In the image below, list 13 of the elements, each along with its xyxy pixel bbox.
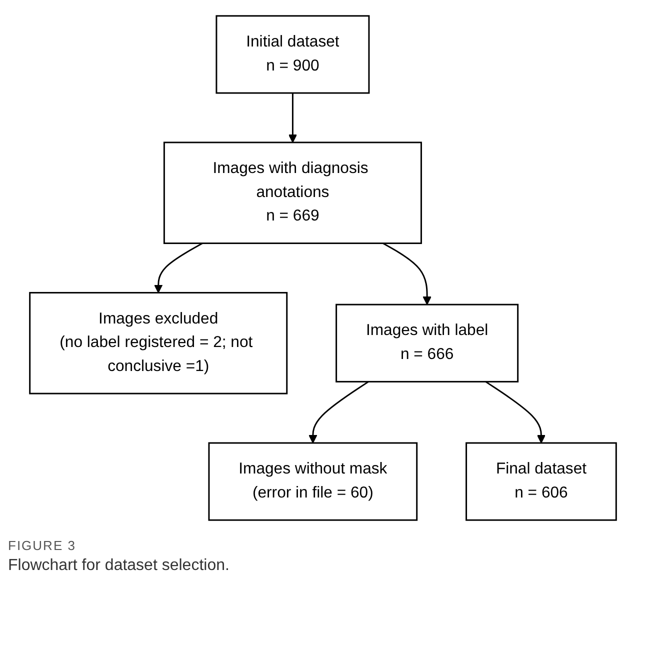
node-box: Images with label n = 666	[336, 304, 519, 382]
arrow	[382, 242, 432, 305]
arrow	[154, 242, 203, 294]
figure-number: FIGURE 3	[8, 538, 77, 553]
node-box: Initial dataset n = 900	[216, 15, 370, 94]
node-box: Images without mask (error in file = 60)	[208, 442, 418, 521]
arrow	[288, 93, 298, 143]
arrow	[485, 381, 546, 444]
arrow	[308, 381, 369, 444]
node-box: Images with diagnosis anotations n = 669	[163, 142, 422, 244]
node-box: Final dataset n = 606	[466, 442, 617, 521]
figure-caption: Flowchart for dataset selection.	[8, 557, 230, 575]
node-box: Images excluded (no label registered = 2; not conclusive =1)	[29, 292, 288, 394]
